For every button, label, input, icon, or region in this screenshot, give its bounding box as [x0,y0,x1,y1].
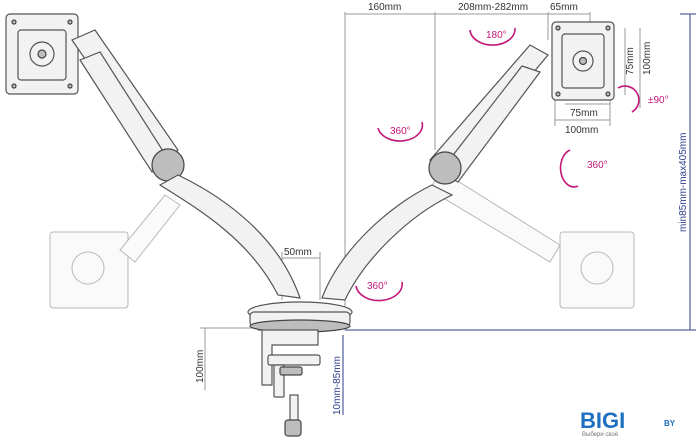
dim-vesa-width-outer-label: 100mm [565,125,598,136]
rotation-markers [355,27,640,302]
desk-clamp [258,329,321,437]
dim-top-left-label: 160mm [368,2,401,13]
dim-top-middle-label: 208mm-282mm [458,2,528,13]
dim-vesa-width-inner-label: 75mm [570,108,598,119]
dim-vesa-height-inner-label: 75mm [625,47,636,75]
dim-pole-gap-label: 50mm [284,247,312,258]
brand-logo: BIGI BY Выбери своё [580,408,690,442]
ghost-monitor-right [429,169,635,309]
dimension-guides [200,12,696,415]
brand-suffix: BY [664,419,676,428]
rotation-arm-lower-label: 360° [367,281,388,292]
rotation-tilt-label: ±90° [648,95,669,106]
dim-height-range-label: min85mm-max405mm [678,133,689,232]
dim-top-right-label: 65mm [550,2,578,13]
rotation-top-label: 180° [486,30,507,41]
rotation-arm-upper-label: 360° [390,126,411,137]
brand-name: BIGI [580,408,626,433]
ghost-monitor-left [49,194,181,309]
base-hub [247,301,353,333]
vesa-plate-right [551,21,615,101]
rotation-right-label: 360° [587,160,608,171]
vesa-plate-left [5,13,79,95]
arm-left [71,29,301,299]
dim-vesa-height-outer-label: 100mm [642,42,653,75]
dim-desk-thickness-label: 10mm-85mm [332,356,343,415]
arm-right [321,44,549,301]
dim-clamp-height-label: 100mm [195,350,206,383]
brand-tagline: Выбери своё [582,432,619,438]
